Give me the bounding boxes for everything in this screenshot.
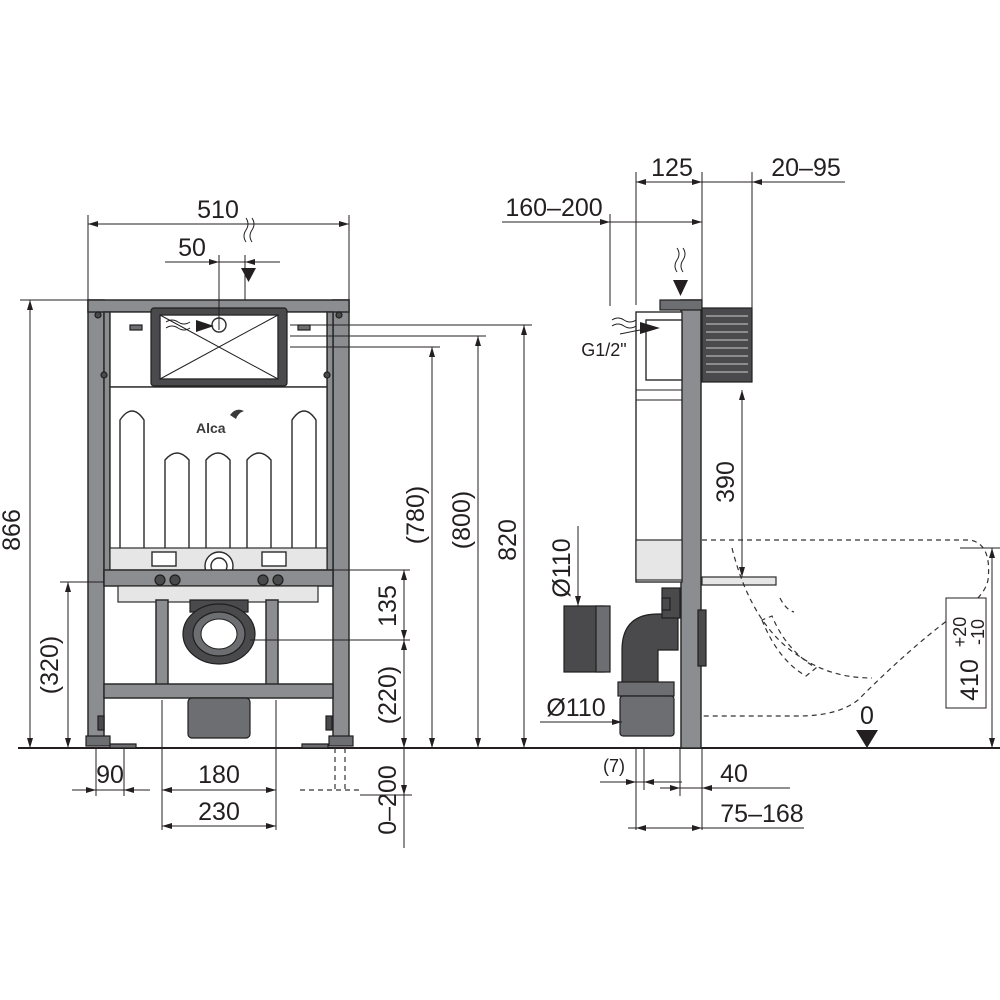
mounting-bolt <box>701 576 777 586</box>
dim-135: 135 <box>374 585 402 627</box>
dim-90: 90 <box>96 761 124 789</box>
seat-height-box <box>945 597 987 709</box>
dim-160-200: 160–200 <box>505 194 602 222</box>
right-rail <box>326 311 334 583</box>
dim-410: 410 <box>956 659 984 701</box>
drain-body <box>187 697 251 739</box>
front-dimensions: 510 50 866 (320) (780) (800) 820 <box>0 196 532 848</box>
zero-level-marker <box>856 730 878 748</box>
side-supply-arrow <box>673 280 688 296</box>
dim-180: 180 <box>198 761 240 789</box>
left-post <box>87 299 105 741</box>
zero-label: 0 <box>860 702 874 730</box>
dim-800: (800) <box>448 491 476 549</box>
brand-bird-icon <box>230 409 244 419</box>
front-view: Alca <box>85 299 360 791</box>
mounting-bar <box>103 569 334 587</box>
side-view: 0 <box>563 247 990 749</box>
dim-75-168: 75–168 <box>720 800 803 828</box>
dim-320: (320) <box>36 636 64 694</box>
dim-820: 820 <box>494 519 522 561</box>
dim-50: 50 <box>178 234 206 262</box>
side-top-bar <box>659 299 703 311</box>
toilet-bowl-outline <box>702 539 990 717</box>
dim-510: 510 <box>197 196 239 224</box>
tol-plus: +20 <box>950 617 970 648</box>
dim-7: (7) <box>603 756 625 776</box>
inlet-arrow <box>196 320 214 332</box>
dim-220: (220) <box>374 666 402 724</box>
side-dimensions: 125 20–95 160–200 G1/2" 390 Ø110 Ø110 (7… <box>502 154 1000 831</box>
side-post <box>680 299 702 749</box>
dim-866: 866 <box>0 509 26 551</box>
thread-label: G1/2" <box>581 340 626 360</box>
tol-minus: -10 <box>968 619 988 645</box>
side-flush-box <box>701 307 753 383</box>
cistern-ribs <box>119 410 317 553</box>
water-supply-arrow <box>241 268 256 282</box>
dim-20-95: 20–95 <box>771 154 841 182</box>
dim-125: 125 <box>651 154 693 182</box>
left-rail <box>103 311 111 583</box>
right-post <box>332 299 350 741</box>
side-inlet-arrow <box>640 322 660 334</box>
dim-390: 390 <box>712 461 740 503</box>
dim-780: (780) <box>402 486 430 544</box>
dim-40: 40 <box>720 760 748 788</box>
dim-0-200: 0–200 <box>374 765 402 835</box>
dim-230: 230 <box>198 798 240 826</box>
bottom-bar <box>103 683 334 699</box>
brand-label: Alca <box>196 420 226 436</box>
dim-d110-lower: Ø110 <box>546 694 605 722</box>
dim-d110-upper: Ø110 <box>548 538 576 597</box>
side-elbow <box>621 613 679 691</box>
